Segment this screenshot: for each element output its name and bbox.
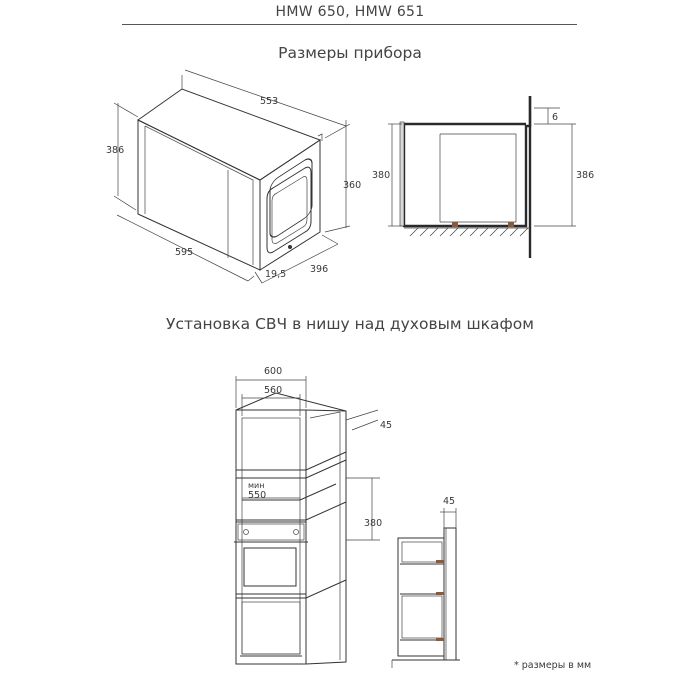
dim-cabinet-back-gap: 45 <box>380 420 392 431</box>
cabinet-isometric: 600 560 45 мин 550 380 <box>234 366 392 665</box>
dim-depth: 553 <box>260 96 278 107</box>
dim-cabinet-inner-width: 560 <box>264 385 282 396</box>
dim-height-right: 360 <box>343 180 361 191</box>
dim-side-gap: 45 <box>443 496 455 507</box>
dim-front-width: 396 <box>310 264 328 275</box>
dim-niche-height: 380 <box>364 518 382 529</box>
dim-min-label: мин <box>248 481 264 490</box>
model-header: HMW 650, HMW 651 <box>275 4 425 20</box>
dim-min-value: 550 <box>248 490 266 501</box>
dim-door: 19,5 <box>265 269 286 280</box>
footnote-units: * размеры в мм <box>514 660 591 671</box>
microwave-isometric: 553 386 360 595 19,5 396 <box>106 69 361 284</box>
header-rule <box>122 24 577 25</box>
section-title-dimensions: Размеры прибора <box>278 44 422 62</box>
dim-width: 595 <box>175 247 193 258</box>
microwave-side-section: 380 386 6 <box>372 96 594 258</box>
dim-cabinet-outer-width: 600 <box>264 366 282 377</box>
dim-total-height: 386 <box>576 170 594 181</box>
dim-gap-top: 6 <box>552 112 558 123</box>
cabinet-side-view: 45 <box>391 496 460 668</box>
section-title-installation: Установка СВЧ в нишу над духовым шкафом <box>166 315 534 333</box>
dim-height-left: 386 <box>106 145 124 156</box>
dim-inner-height: 380 <box>372 170 390 181</box>
